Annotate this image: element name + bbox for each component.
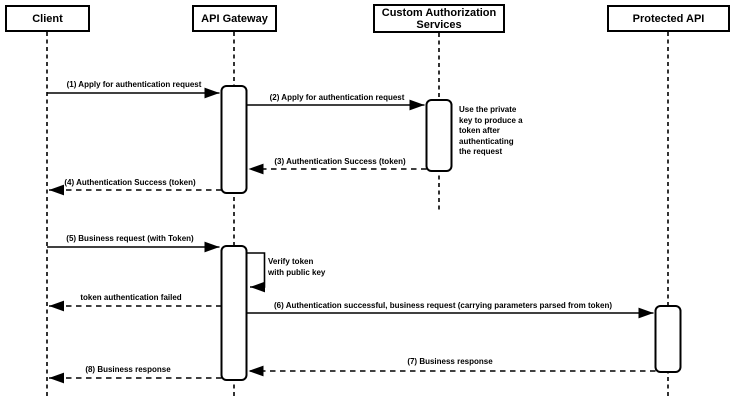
message-label-1: (1) Apply for authentication request	[66, 80, 202, 89]
message-label-7: (7) Business response	[407, 357, 493, 366]
message-label-5: (5) Business request (with Token)	[66, 234, 194, 243]
actor-client: Client	[5, 5, 90, 32]
message-label-4: (4) Authentication Success (token)	[64, 178, 196, 187]
message-label-6: (6) Authentication successful, business …	[273, 301, 613, 310]
note-line-4: authenticating	[459, 136, 514, 146]
actor-api-gateway: API Gateway	[192, 5, 277, 32]
note-line-5: the request	[459, 147, 503, 156]
message-label-8: (8) Business response	[85, 365, 171, 374]
note-line-3: token after	[459, 126, 500, 135]
note-line-2: key to produce a	[459, 115, 523, 125]
actor-label-custom-authorization-services: Custom Authorization Services	[381, 6, 497, 31]
message-label-3: (3) Authentication Success (token)	[274, 157, 406, 166]
verify-token-line1: Verify token	[268, 257, 314, 266]
actor-label-api-gateway: API Gateway	[201, 12, 268, 25]
activation-bar-custom-authorization	[425, 99, 453, 172]
actor-label-protected-api: Protected API	[632, 12, 705, 25]
actor-custom-authorization-services: Custom Authorization Services	[373, 4, 505, 33]
verify-token-line2: with public key	[268, 267, 326, 277]
message-arrow-self-verify-token	[246, 252, 266, 293]
activation-bar-protected-api	[654, 305, 682, 373]
message-label-2: (2) Apply for authentication request	[269, 93, 405, 102]
note-line-1: Use the private	[459, 105, 517, 114]
activation-bar-api-gateway-2	[220, 245, 248, 381]
actor-label-client: Client	[32, 12, 63, 25]
message-label-verify-token: Verify token with public key	[268, 257, 348, 278]
activation-bar-api-gateway-1	[220, 85, 248, 194]
actor-protected-api: Protected API	[607, 5, 730, 32]
message-label-token-auth-failed: token authentication failed	[80, 293, 182, 302]
note-text: Use the private key to produce a token a…	[459, 105, 549, 158]
